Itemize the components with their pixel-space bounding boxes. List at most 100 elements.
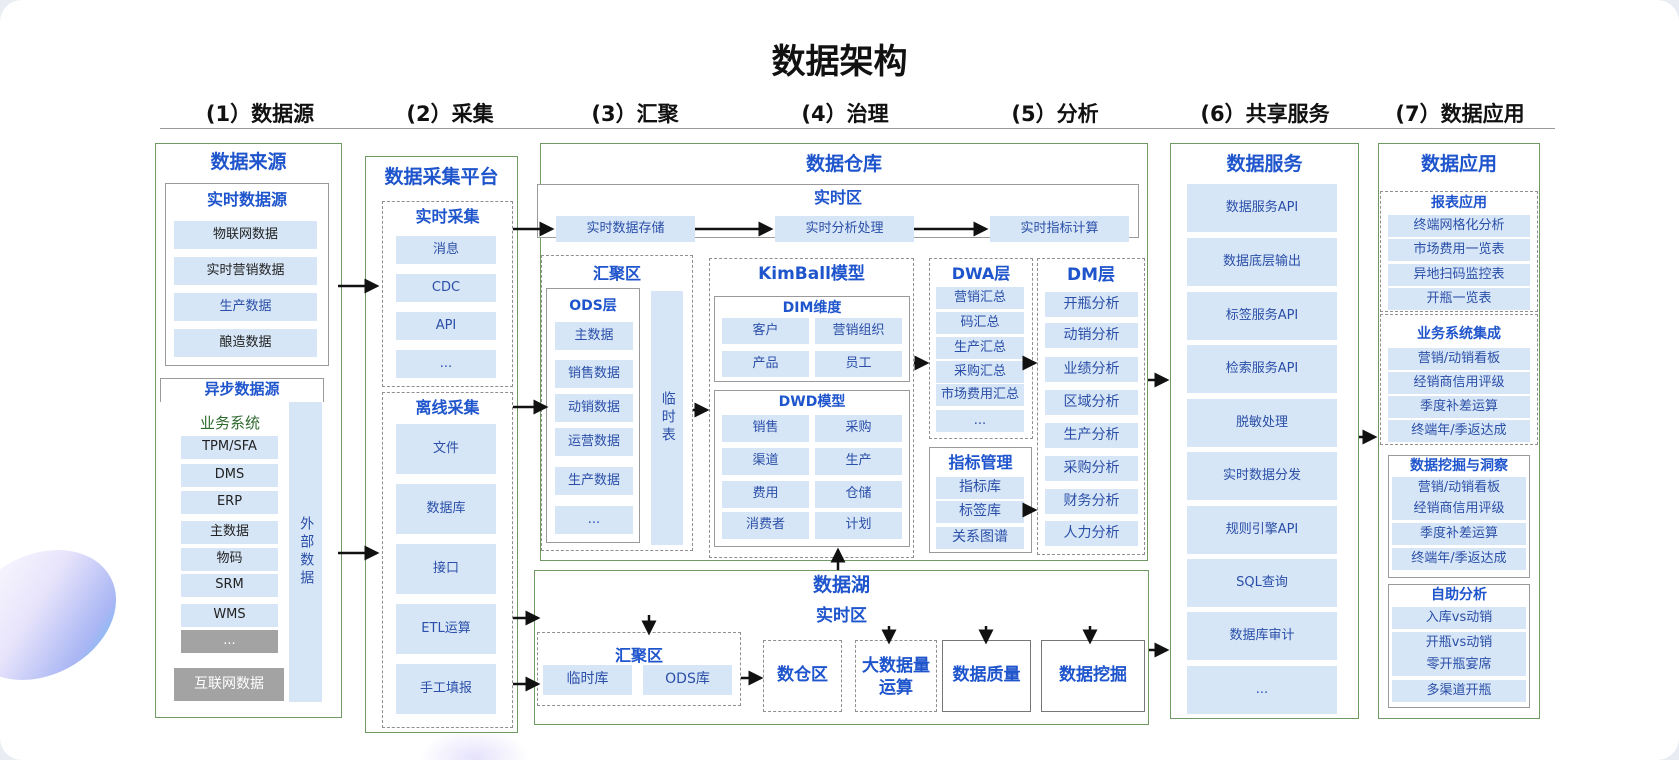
offline-collect-title: 离线采集 (415, 398, 480, 417)
service-item-audit: 数据库审计 (1187, 612, 1337, 660)
kimball-title: KimBall模型 (758, 264, 865, 284)
lake-quality-label: 数据质量 (952, 665, 1021, 685)
dwa-item-code: 码汇总 (936, 312, 1024, 334)
external-data-bar: 外部数据 (289, 402, 322, 702)
dm-title: DM层 (1066, 265, 1116, 285)
apps-title: 数据应用 (1420, 153, 1497, 175)
source-item-master-data: 主数据 (181, 521, 278, 544)
offline-collect-box: 离线采集 (382, 392, 513, 728)
dim-item-employee: 员工 (815, 351, 902, 377)
collect-item-api: API (396, 312, 496, 340)
service-item-sql: SQL查询 (1187, 559, 1337, 607)
header-divider (160, 128, 1555, 129)
mining-item-adjust: 季度补差运算 (1392, 523, 1526, 545)
report-item-market-cost: 市场费用一览表 (1388, 239, 1530, 261)
app-group-reports-title: 报表应用 (1431, 195, 1487, 211)
dwd-item-plan: 计划 (815, 512, 902, 539)
integration-item-adjust: 季度补差运算 (1388, 396, 1530, 418)
source-title: 数据来源 (210, 151, 287, 173)
realtime-collect-box: 实时采集 (382, 201, 513, 387)
collect-item-manual: 手工填报 (396, 664, 496, 714)
dwd-item-storage: 仓储 (815, 481, 902, 508)
source-item-dms: DMS (181, 464, 278, 487)
dm-item-performance: 业绩分析 (1045, 357, 1138, 382)
source-item-srm: SRM (181, 574, 278, 597)
metric-mgmt-title: 指标管理 (948, 453, 1013, 472)
app-group-self-service-title: 自助分析 (1431, 587, 1487, 603)
ods-item-sales: 销售数据 (555, 360, 633, 388)
source-item-more: ... (181, 630, 278, 653)
ods-item-production: 生产数据 (555, 467, 633, 495)
lake-ods-db: ODS库 (643, 665, 732, 695)
rt-metric-calc: 实时指标计算 (990, 216, 1129, 242)
dim-item-product: 产品 (722, 351, 809, 377)
warehouse-realtime-title: 实时区 (813, 188, 862, 207)
service-item-more: ... (1187, 666, 1337, 714)
service-item-output: 数据底层输出 (1187, 238, 1337, 286)
service-item-masking: 脱敏处理 (1187, 399, 1337, 447)
dwd-item-channel: 渠道 (722, 448, 809, 475)
lake-warehouse-zone (763, 640, 842, 712)
integration-item-rebate: 终端年/季返达成 (1388, 420, 1530, 442)
dm-item-movement: 动销分析 (1045, 323, 1138, 348)
collect-title: 数据采集平台 (384, 166, 499, 188)
dwa-title: DWA层 (951, 264, 1011, 283)
collect-item-interface: 接口 (396, 544, 496, 594)
integration-item-credit: 经销商信用评级 (1388, 372, 1530, 394)
lake-mining-box (1041, 640, 1145, 712)
dwa-item-market-cost: 市场费用汇总 (936, 384, 1024, 406)
self-item-opening: 开瓶vs动销 (1392, 632, 1526, 654)
lake-aggregate-title: 汇聚区 (614, 646, 663, 665)
ods-item-master: 主数据 (555, 322, 633, 350)
service-item-rules-api: 规则引擎API (1187, 506, 1337, 554)
service-item-api: 数据服务API (1187, 184, 1337, 232)
async-source-box (160, 378, 324, 402)
app-group-reports: 报表应用 (1380, 191, 1538, 312)
dwa-box: DWA层 (929, 258, 1033, 439)
decorative-disc (0, 524, 139, 706)
dwd-item-purchase: 采购 (815, 415, 902, 442)
collect-item-etl: ETL运算 (396, 604, 496, 654)
collect-item-cdc: CDC (396, 274, 496, 302)
dm-box: DM层 (1037, 258, 1145, 555)
mining-item-rebate: 终端年/季返达成 (1392, 548, 1526, 570)
dm-item-region: 区域分析 (1045, 390, 1138, 415)
lake-realtime-title: 实时区 (816, 606, 867, 626)
dim-item-customer: 客户 (722, 318, 809, 344)
business-system-label: 业务系统 (199, 414, 260, 432)
source-item-wms: WMS (181, 604, 278, 627)
dim-item-org: 营销组织 (815, 318, 902, 344)
dm-item-finance: 财务分析 (1045, 489, 1138, 514)
report-item-opening: 开瓶一览表 (1388, 288, 1530, 310)
warehouse-title: 数据仓库 (805, 153, 882, 175)
dwa-item-production: 生产汇总 (936, 337, 1024, 359)
async-source-title: 异步数据源 (204, 380, 280, 398)
ods-item-operation: 运营数据 (555, 428, 633, 456)
stage-header-collect: (2）采集 (406, 102, 494, 126)
self-item-inbound: 入库vs动销 (1392, 607, 1526, 629)
rt-analysis: 实时分析处理 (775, 216, 914, 242)
report-item-remote-scan: 异地扫码监控表 (1388, 264, 1530, 286)
ods-item-movement: 动销数据 (555, 394, 633, 422)
source-item-iot: 物联网数据 (174, 221, 317, 249)
source-item-erp: ERP (181, 491, 278, 514)
integration-item-dashboard: 营销/动销看板 (1388, 348, 1530, 370)
stage-header-apply: (7）数据应用 (1395, 102, 1525, 126)
lake-bigdata-label: 大数据量运算 (862, 656, 930, 699)
stage-header-govern: (4）治理 (801, 102, 889, 126)
dwd-item-sales: 销售 (722, 415, 809, 442)
app-group-integration: 业务系统集成 (1380, 314, 1538, 445)
lake-title: 数据湖 (812, 574, 870, 596)
service-title: 数据服务 (1226, 153, 1303, 175)
page-title: 数据架构 (771, 42, 908, 82)
realtime-collect-title: 实时采集 (415, 207, 480, 226)
kimball-box: KimBall模型 (709, 258, 914, 558)
realtime-source-title: 实时数据源 (206, 190, 287, 209)
source-item-tpm: TPM/SFA (181, 436, 278, 459)
dwd-title: DWD模型 (778, 394, 846, 410)
ods-item-more: ... (555, 506, 633, 534)
stage-header-analyze: (5）分析 (1011, 102, 1099, 126)
mining-item-dashboard: 营销/动销看板 (1392, 477, 1526, 499)
metric-item-tags: 标签库 (936, 501, 1024, 523)
